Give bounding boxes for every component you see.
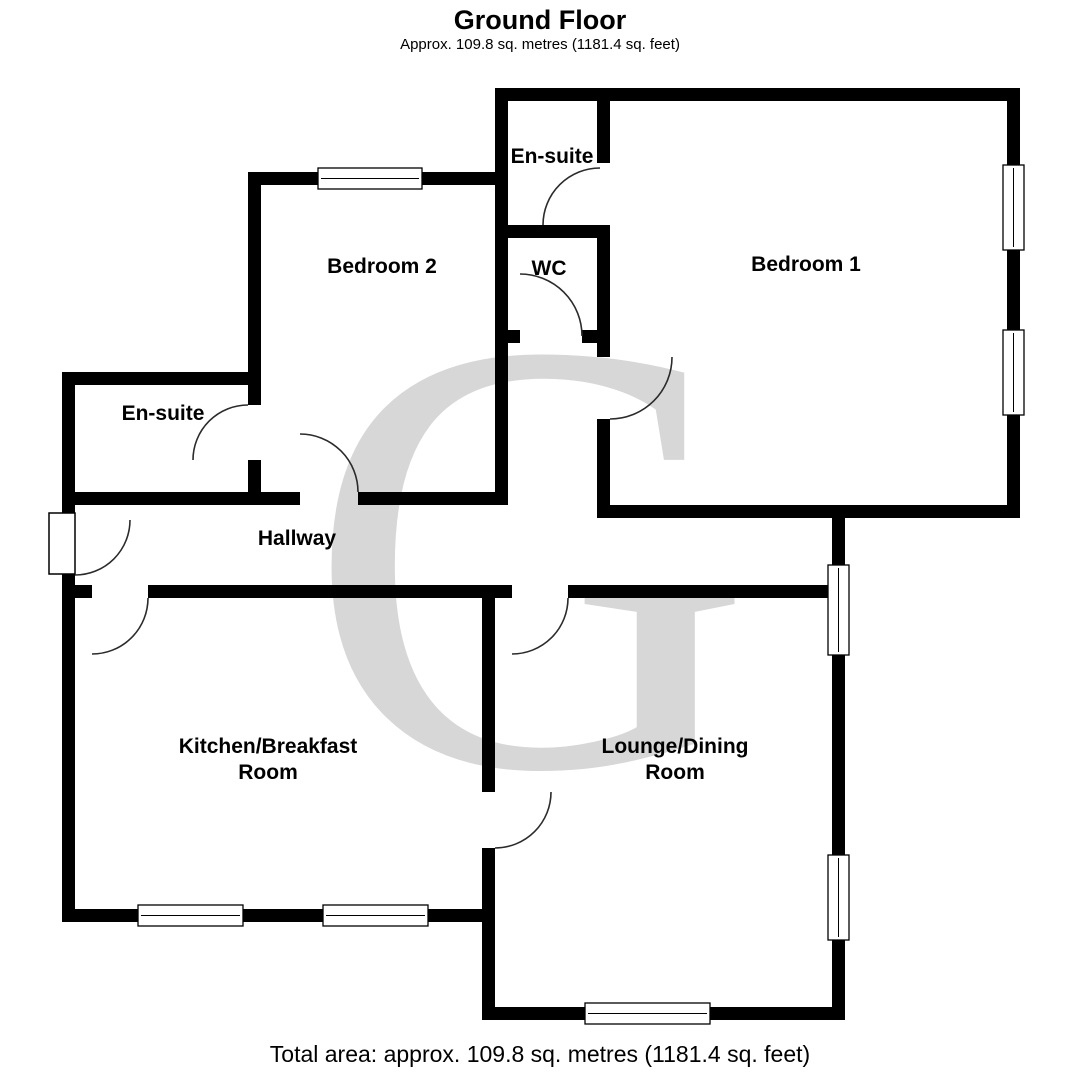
wall-segment [62,372,75,515]
window-bedroom2-top [317,167,423,190]
room-kitchen [75,598,482,909]
total-area-text: Total area: approx. 109.8 sq. metres (11… [269,1041,811,1067]
door-arc-bedroom2 [299,433,359,493]
door-arc-ensuite-top [542,167,601,226]
wall-segment [597,505,1020,518]
wall-segment [482,848,495,1007]
room-label-wc: WC [532,257,567,280]
room-label-ensuite-top: En-suite [511,145,594,168]
doors [48,167,673,849]
page-subtitle: Approx. 109.8 sq. metres (1181.4 sq. fee… [400,36,680,53]
room-label-ensuite-left: En-suite [122,402,205,425]
door-arc-ensuite-left [192,404,249,461]
door-arc-front-entrance [74,519,131,576]
room-ensuite-left [75,385,248,492]
wall-segment [148,585,512,598]
room-bedroom-2 [261,185,495,492]
wall-segment [597,419,610,518]
door-arc-kitchen [91,597,149,655]
room-labels: En-suite WC Bedroom 1 Bedroom 2 En-suite… [122,145,862,784]
room-areas [75,101,1007,1007]
wall-segment [62,585,92,598]
room-label-kitchen-line2: Room [238,761,298,784]
window-lounge-right-lower [827,854,850,941]
page-title: Ground Floor [453,5,627,35]
door-arc-wc [519,273,583,337]
room-label-lounge-line1: Lounge/Dining [602,735,749,758]
room-ensuite-top [508,101,597,225]
wall-segment [62,372,261,385]
wall-segment [582,330,610,343]
window-kitchen-bottom-left [137,904,244,927]
door-arc-lounge [511,597,569,655]
wall-segment [1007,88,1020,518]
room-label-bedroom1: Bedroom 1 [751,253,861,276]
room-lounge [495,598,832,1007]
window-bedroom1-right-upper [1002,164,1025,251]
wall-segment [62,909,495,922]
room-label-bedroom2: Bedroom 2 [327,255,437,278]
wall-segment [495,330,520,343]
room-wc [508,238,597,330]
front-door-leaf [48,512,76,575]
wall-segment [495,225,610,238]
window-bedroom1-right-lower [1002,329,1025,416]
wall-segment [62,572,75,922]
door-arc-kitchen-lounge [494,791,552,849]
wall-segment [358,492,508,505]
wall-segment [597,225,610,357]
wall-segment [568,585,845,598]
window-kitchen-bottom-right [322,904,429,927]
room-label-lounge-line2: Room [645,761,705,784]
wall-segment [597,88,610,163]
door-arc-bedroom1 [609,356,673,420]
wall-segment [248,492,300,505]
wall-segment [495,88,1020,101]
wall-segment [248,172,261,405]
window-lounge-right-upper [827,564,850,656]
wall-segment [495,88,508,505]
room-hallway-horizontal [75,505,832,585]
wall-segment [62,492,248,505]
room-label-kitchen-line1: Kitchen/Breakfast [179,735,358,758]
windows [137,164,1025,1025]
wall-segment [482,585,495,792]
room-bedroom-1 [610,101,1007,505]
window-lounge-bottom [584,1002,711,1025]
room-label-hallway: Hallway [258,527,337,550]
watermark-letter: G [306,214,754,900]
